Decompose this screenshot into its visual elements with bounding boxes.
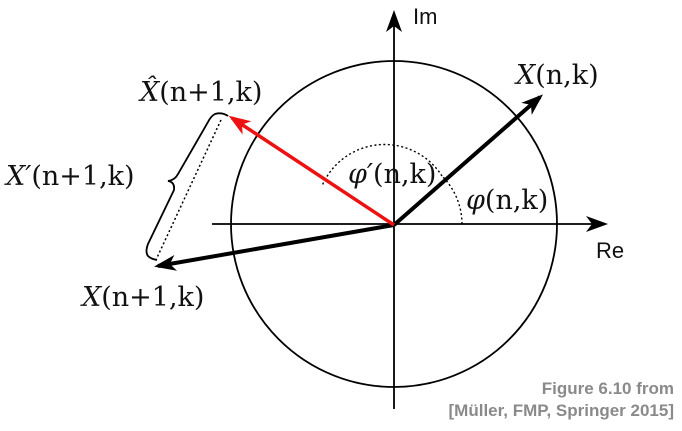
label-difference: X′(n+1,k) [4,161,135,192]
phase-arc [441,175,463,225]
label-phase-prime: φ′(n,k) [348,159,436,190]
label-next-vector: X(n+1,k) [80,282,204,313]
curly-bracket [145,112,229,261]
vector-current [392,94,544,227]
caption-line-1: Figure 6.10 from [541,379,674,398]
caption-line-2: [Müller, FMP, Springer 2015] [448,401,674,420]
imag-axis-label: Im [413,4,437,29]
figure-caption: Figure 6.10 from [Müller, FMP, Springer … [449,378,674,422]
difference-line [154,119,222,263]
phase-prime-arc [321,143,443,187]
vector-next [154,223,395,271]
vector-estimate [228,115,395,227]
label-estimate-vector: X̂(n+1,k) [138,75,262,108]
label-phase: φ(n,k) [466,185,548,216]
label-current-vector: X(n,k) [514,60,599,91]
real-axis-label: Re [596,238,624,263]
